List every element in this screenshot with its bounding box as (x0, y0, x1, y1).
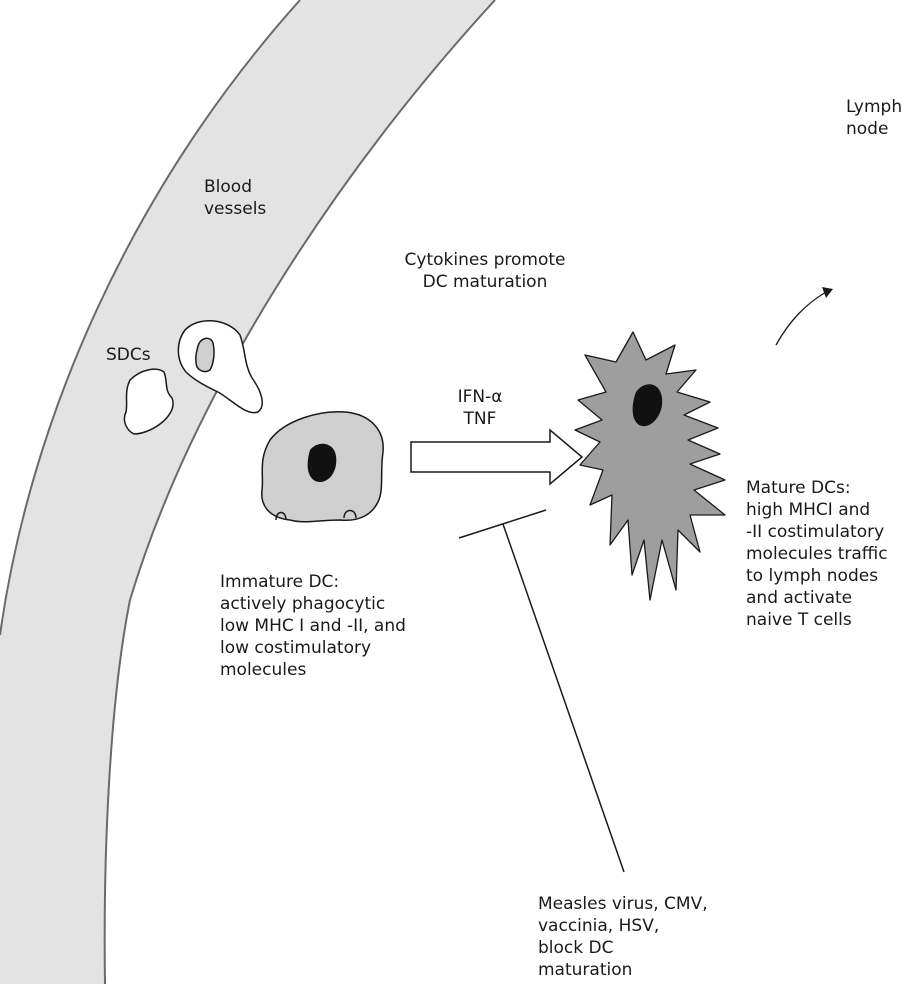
label-inhibitors: Measles virus, CMV,vaccinia, HSV,block D… (538, 893, 708, 981)
maturation-arrow (411, 430, 582, 484)
blood-vessel-band (0, 0, 495, 984)
traffic-arrowhead-icon (822, 287, 833, 298)
sdc-nucleus (196, 338, 214, 371)
label-sdcs: SDCs (106, 344, 151, 366)
traffic-arrow (776, 292, 826, 345)
inhibition-bar (459, 510, 546, 538)
mature-dc-cell (575, 332, 725, 600)
label-mature-dcs: Mature DCs:high MHCI and-II costimulator… (746, 477, 888, 631)
inhibition-line (503, 524, 624, 872)
